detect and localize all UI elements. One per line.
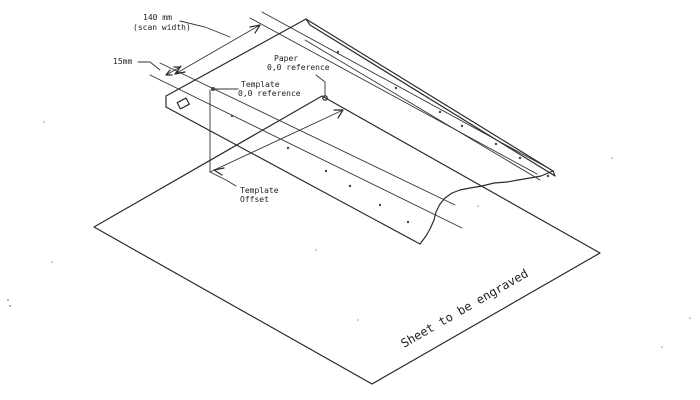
margin-dimension (137, 61, 181, 76)
template-corner-tab (176, 97, 190, 110)
margin-label: 15mm (113, 57, 132, 66)
template-reference-label-line2: 0,0 reference (238, 89, 301, 98)
scan-dots (230, 50, 550, 224)
scan-line (159, 62, 456, 206)
template-reference (211, 87, 239, 91)
paper-reference-leader (315, 74, 326, 97)
scan-line (261, 11, 549, 169)
scan-line (249, 17, 538, 175)
sheet-label: Sheet to be engraved (399, 266, 531, 350)
margin-arrow-end (173, 66, 181, 73)
template-offset-arrow-start (213, 167, 225, 176)
template-lip-edge (305, 18, 556, 177)
paper-reference-point (322, 95, 328, 101)
margin-leader (137, 61, 161, 71)
template-offset-leader (209, 171, 237, 187)
template-offset-diagonal (209, 109, 344, 173)
scan-width-value-label: 140 mm (143, 13, 172, 22)
template-offset-label-line2: Offset (240, 195, 269, 204)
template-offset-dimension (209, 89, 344, 187)
template-reference-point (211, 87, 215, 91)
scan-width-dimension-line (174, 24, 261, 75)
template-bottom-edge (165, 106, 421, 245)
scan-line (149, 74, 463, 229)
scan-width-leader (179, 20, 231, 38)
scan-lines (149, 11, 549, 229)
template-offset-label-line1: Template (240, 186, 279, 195)
scan-width-caption-label: (scan width) (133, 23, 191, 32)
engraving-sheet (93, 95, 601, 385)
template-offset-arrow-end (333, 109, 344, 119)
margin-arrow-start (165, 69, 173, 76)
scan-line (304, 39, 541, 181)
template-torn-edge (419, 170, 554, 245)
paper-reference-label-line1: Paper (274, 54, 298, 63)
paper-specks (7, 121, 691, 348)
template-plate (165, 18, 556, 245)
margin-dimension-line (165, 66, 181, 76)
template-reference-label-line1: Template (241, 80, 280, 89)
scan-width-arrow-end (249, 24, 261, 34)
template-top-edge (165, 18, 554, 172)
paper-reference-label-line2: 0,0 reference (267, 63, 330, 72)
paper-reference (315, 74, 328, 101)
